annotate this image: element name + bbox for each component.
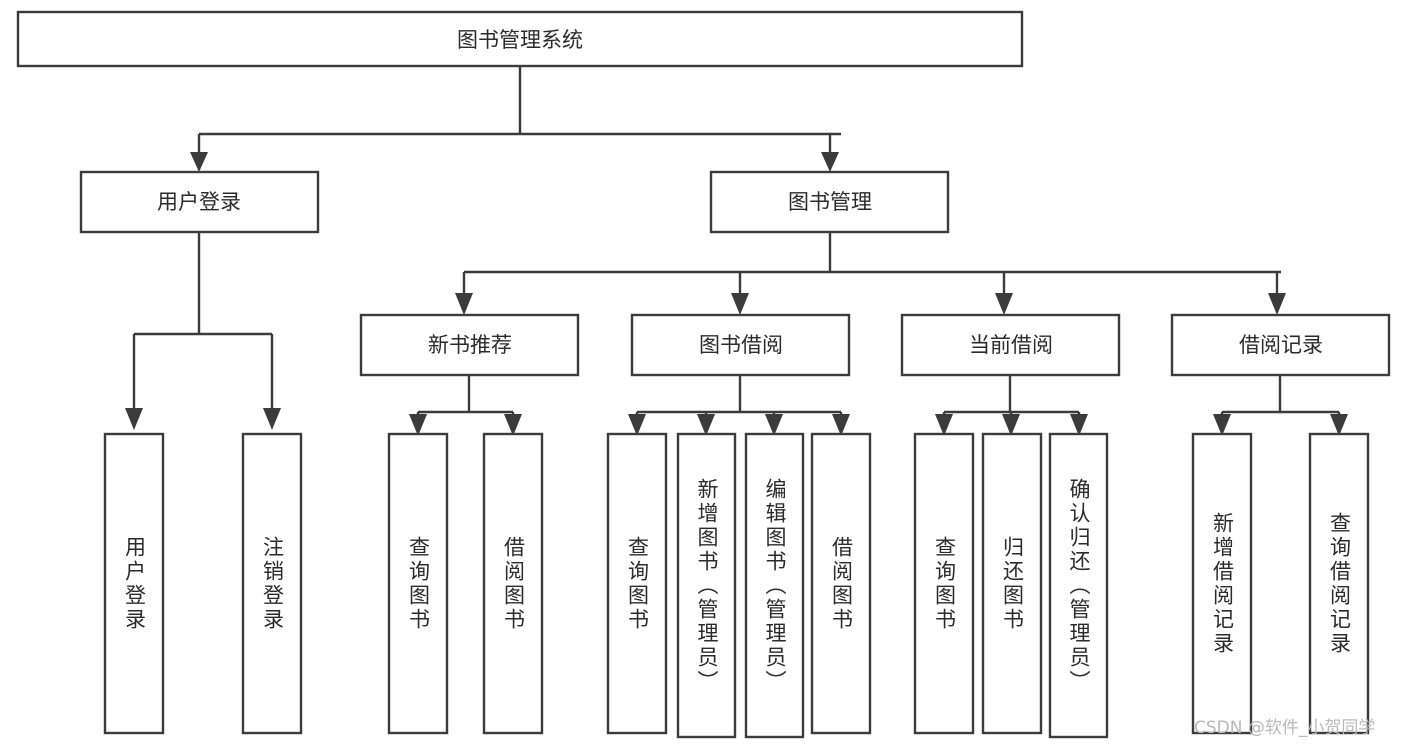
node-leaf13-box[interactable] [1308, 432, 1370, 735]
node-login-label: 用户登录 [157, 190, 241, 214]
node-records[interactable]: 借阅记录 [1170, 313, 1391, 377]
node-leaf3-box[interactable] [387, 432, 449, 735]
arrow-head-icon [995, 293, 1013, 315]
node-records-label: 借阅记录 [1239, 333, 1323, 357]
watermark-label: CSDN @软件_小贺同学 [1194, 718, 1375, 738]
node-current-label: 当前借阅 [969, 333, 1053, 357]
node-borrow-label: 图书借阅 [699, 333, 783, 357]
arrow-head-icon [190, 152, 208, 172]
connector-group-borrow [628, 375, 850, 436]
arrow-head-icon [455, 293, 473, 315]
node-leaf10-box[interactable] [981, 432, 1043, 735]
connector-group-root [190, 66, 841, 172]
node-login-box[interactable] [79, 170, 320, 234]
arrow-head-icon [832, 414, 850, 436]
connector-group-newbook [409, 375, 522, 436]
node-leaf11-box[interactable] [1048, 432, 1109, 739]
node-newbook-label: 新书推荐 [428, 333, 512, 357]
node-bookmgmt[interactable]: 图书管理 [709, 170, 950, 234]
node-current[interactable]: 当前借阅 [900, 313, 1121, 377]
node-leaf8-box[interactable] [810, 432, 872, 735]
arrow-head-icon [628, 414, 646, 436]
arrow-head-icon [1070, 414, 1088, 436]
node-bookmgmt-label: 图书管理 [788, 190, 872, 214]
node-root-box[interactable] [16, 10, 1024, 68]
arrow-head-icon [765, 414, 783, 436]
arrow-head-icon [263, 408, 281, 430]
arrow-head-icon [935, 414, 953, 436]
node-newbook-box[interactable] [359, 313, 580, 377]
node-borrow-box[interactable] [630, 313, 851, 377]
arrow-head-icon [504, 414, 522, 436]
arrow-head-icon [1213, 414, 1231, 436]
arrow-head-icon [1330, 414, 1348, 436]
node-bookmgmt-box[interactable] [709, 170, 950, 234]
node-records-box[interactable] [1170, 313, 1391, 377]
node-root[interactable]: 图书管理系统 [16, 10, 1024, 68]
arrow-head-icon [731, 293, 749, 315]
node-leaf2-box[interactable] [241, 432, 303, 735]
arrow-head-icon [821, 152, 839, 172]
node-newbook[interactable]: 新书推荐 [359, 313, 580, 377]
node-root-label: 图书管理系统 [457, 28, 583, 52]
node-leaf7-box[interactable] [744, 432, 805, 739]
connector-group-current [935, 375, 1088, 436]
node-borrow[interactable]: 图书借阅 [630, 313, 851, 377]
arrow-head-icon [409, 414, 427, 436]
node-leaf9-box[interactable] [913, 432, 975, 735]
connector-group-bookmgmt [455, 232, 1286, 315]
node-leaf1-box[interactable] [103, 432, 165, 735]
arrow-head-icon [1268, 293, 1286, 315]
arrow-head-icon [125, 408, 143, 430]
node-leaf12-box[interactable] [1191, 432, 1253, 735]
node-current-box[interactable] [900, 313, 1121, 377]
node-leaf4-box[interactable] [482, 432, 544, 735]
node-login[interactable]: 用户登录 [79, 170, 320, 234]
arrow-head-icon [697, 414, 715, 436]
node-leaf5-box[interactable] [606, 432, 668, 735]
arrow-head-icon [1002, 414, 1020, 436]
connector-group-login [125, 232, 281, 430]
connector-group-records [1213, 375, 1348, 436]
node-leaf6-box[interactable] [676, 432, 737, 739]
